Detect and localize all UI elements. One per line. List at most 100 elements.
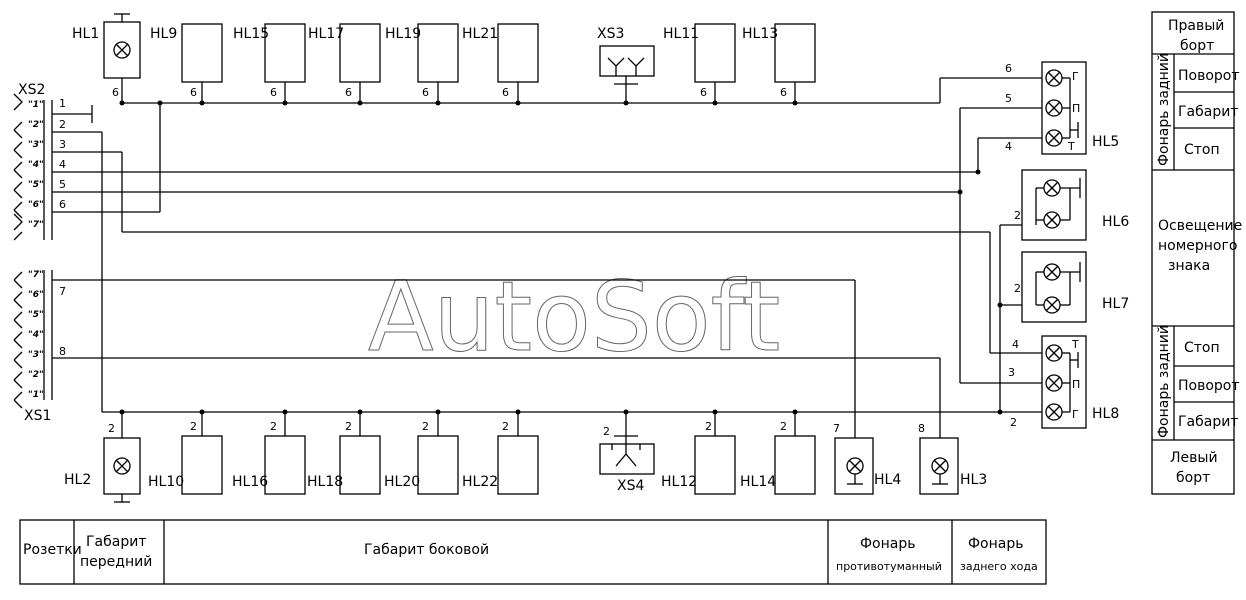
lamp-hl13-wire: 6: [780, 86, 787, 99]
fog-lamp-line2: противотуманный: [836, 560, 942, 573]
lamp-hl14-label: HL14: [740, 474, 776, 490]
right-side-line2: борт: [1180, 38, 1214, 54]
lamp-hl4-wire: 7: [833, 422, 840, 435]
lamp-hl18-wire: 2: [345, 420, 352, 433]
xs1-wire-7: 7: [59, 285, 66, 298]
connector-xs2: XS2 "1" "2" "3" "4" "5" "6" "7" 1 2 3 4 …: [13, 82, 66, 241]
lamp-hl15-label: HL15: [233, 26, 269, 42]
lamp-hl9: HL9 6: [150, 23, 223, 103]
wires: [52, 77, 1042, 438]
lamp-hl12-label: HL12: [661, 474, 697, 490]
hl5-term-t: Т: [1067, 140, 1075, 153]
lamp-hl22-wire: 2: [502, 420, 509, 433]
right-stop: Стоп: [1184, 142, 1220, 158]
lamp-hl8: 4 3 2 Т П Г HL8: [1008, 335, 1119, 429]
lamp-hl6: 2 HL6: [1014, 169, 1129, 241]
xs2-pin-5: "5": [28, 180, 44, 190]
rear-lamps: 6 5 4 Г П Т HL5 2 HL6: [1005, 61, 1129, 429]
bottom-lamps: HL2 2 HL10 2 HL16 2 HL18 2 HL20 2: [64, 412, 987, 503]
lamp-hl16-wire: 2: [270, 420, 277, 433]
right-turn: Поворот: [1178, 68, 1240, 84]
lamp-hl17-label: HL17: [308, 26, 344, 42]
xs2-wire-5: 5: [59, 178, 66, 191]
lamp-hl22: HL22 2: [462, 412, 539, 495]
lamp-hl18-label: HL18: [307, 474, 343, 490]
top-lamps: HL1 6 HL9 6 HL15 6 HL17 6 HL19 6: [72, 13, 816, 103]
lamp-hl7-label: HL7: [1102, 296, 1129, 312]
left-side-line2: борт: [1176, 470, 1210, 486]
lamp-hl20-wire: 2: [422, 420, 429, 433]
lamp-hl4-label: HL4: [874, 472, 901, 488]
right-side-line1: Правый: [1168, 18, 1224, 34]
reverse-lamp-line2: заднего хода: [960, 560, 1038, 573]
lamp-hl12-wire: 2: [705, 420, 712, 433]
lamp-hl2-wire: 2: [108, 422, 115, 435]
xs2-pin-6: "6": [28, 200, 44, 210]
lamp-hl3-wire: 8: [918, 422, 925, 435]
lamp-hl9-label: HL9: [150, 26, 177, 42]
connector-xs3: XS3: [597, 26, 655, 103]
xs1-pin-1: "1": [28, 390, 44, 400]
xs2-pin-7: "7": [28, 220, 44, 230]
hl8-term-g: Г: [1072, 408, 1079, 421]
hl8-wire-2: 2: [1010, 416, 1017, 429]
right-rear-lamp-title: Фонарь задний: [1156, 53, 1172, 166]
xs2-label: XS2: [18, 82, 45, 98]
lamp-hl5: 6 5 4 Г П Т HL5: [1005, 61, 1119, 155]
lamp-hl7: 2 HL7: [1014, 251, 1129, 323]
lamp-hl14-wire: 2: [780, 420, 787, 433]
lamp-hl3: 8 HL3: [918, 422, 987, 495]
hl8-wire-3: 3: [1008, 366, 1015, 379]
lamp-hl16: HL16 2: [232, 412, 306, 495]
lamp-hl4: 7 HL4: [833, 422, 901, 495]
plate-line2: номерного: [1158, 238, 1237, 254]
lamp-hl2: HL2 2: [64, 412, 141, 503]
lamp-hl11: HL11 6: [663, 23, 736, 103]
lamp-hl10-label: HL10: [148, 474, 184, 490]
front-marker-line2: передний: [80, 554, 152, 570]
xs2-wire-1: 1: [59, 97, 66, 110]
lamp-hl19-wire: 6: [422, 86, 429, 99]
xs2-wire-4: 4: [59, 158, 66, 171]
xs1-pin-3: "3": [28, 350, 44, 360]
lamp-hl17: HL17 6: [308, 23, 381, 103]
hl5-wire-4: 4: [1005, 140, 1012, 153]
hl8-term-t: Т: [1071, 338, 1079, 351]
lamp-hl13: HL13 6: [742, 23, 816, 103]
front-marker-line1: Габарит: [86, 534, 146, 550]
lamp-hl21-wire: 6: [502, 86, 509, 99]
lamp-hl20-label: HL20: [384, 474, 420, 490]
xs1-pin-5: "5": [28, 310, 44, 320]
left-stop: Стоп: [1184, 340, 1220, 356]
hl5-term-g: Г: [1072, 70, 1079, 83]
xs4-label: XS4: [617, 478, 644, 494]
xs1-pin-7: "7": [28, 270, 44, 280]
fog-lamp-line1: Фонарь: [860, 536, 916, 552]
lamp-hl17-wire: 6: [345, 86, 352, 99]
xs2-wire-3: 3: [59, 138, 66, 151]
hl5-wire-5: 5: [1005, 92, 1012, 105]
plate-line1: Освещение: [1158, 218, 1242, 234]
xs1-label: XS1: [24, 408, 51, 424]
xs2-pin-3: "3": [28, 140, 44, 150]
xs2-pin-4: "4": [28, 160, 44, 170]
reverse-lamp-line1: Фонарь: [968, 536, 1024, 552]
lamp-hl2-label: HL2: [64, 472, 91, 488]
xs1-pin-2: "2": [28, 370, 44, 380]
xs2-pin-2: "2": [28, 120, 44, 130]
lamp-hl1-wire: 6: [112, 86, 119, 99]
hl6-wire: 2: [1014, 209, 1021, 222]
sockets-label: Розетки: [23, 542, 82, 558]
left-turn: Поворот: [1178, 378, 1240, 394]
hl8-term-p: П: [1072, 378, 1080, 391]
hl7-wire: 2: [1014, 282, 1021, 295]
xs3-label: XS3: [597, 26, 624, 42]
lamp-hl15-wire: 6: [270, 86, 277, 99]
hl5-wire-6: 6: [1005, 62, 1012, 75]
left-marker: Габарит: [1178, 414, 1238, 430]
lamp-hl22-label: HL22: [462, 474, 498, 490]
plate-line3: знака: [1168, 258, 1210, 274]
xs1-pin-6: "6": [28, 290, 44, 300]
lamp-hl19: HL19 6: [385, 23, 459, 103]
